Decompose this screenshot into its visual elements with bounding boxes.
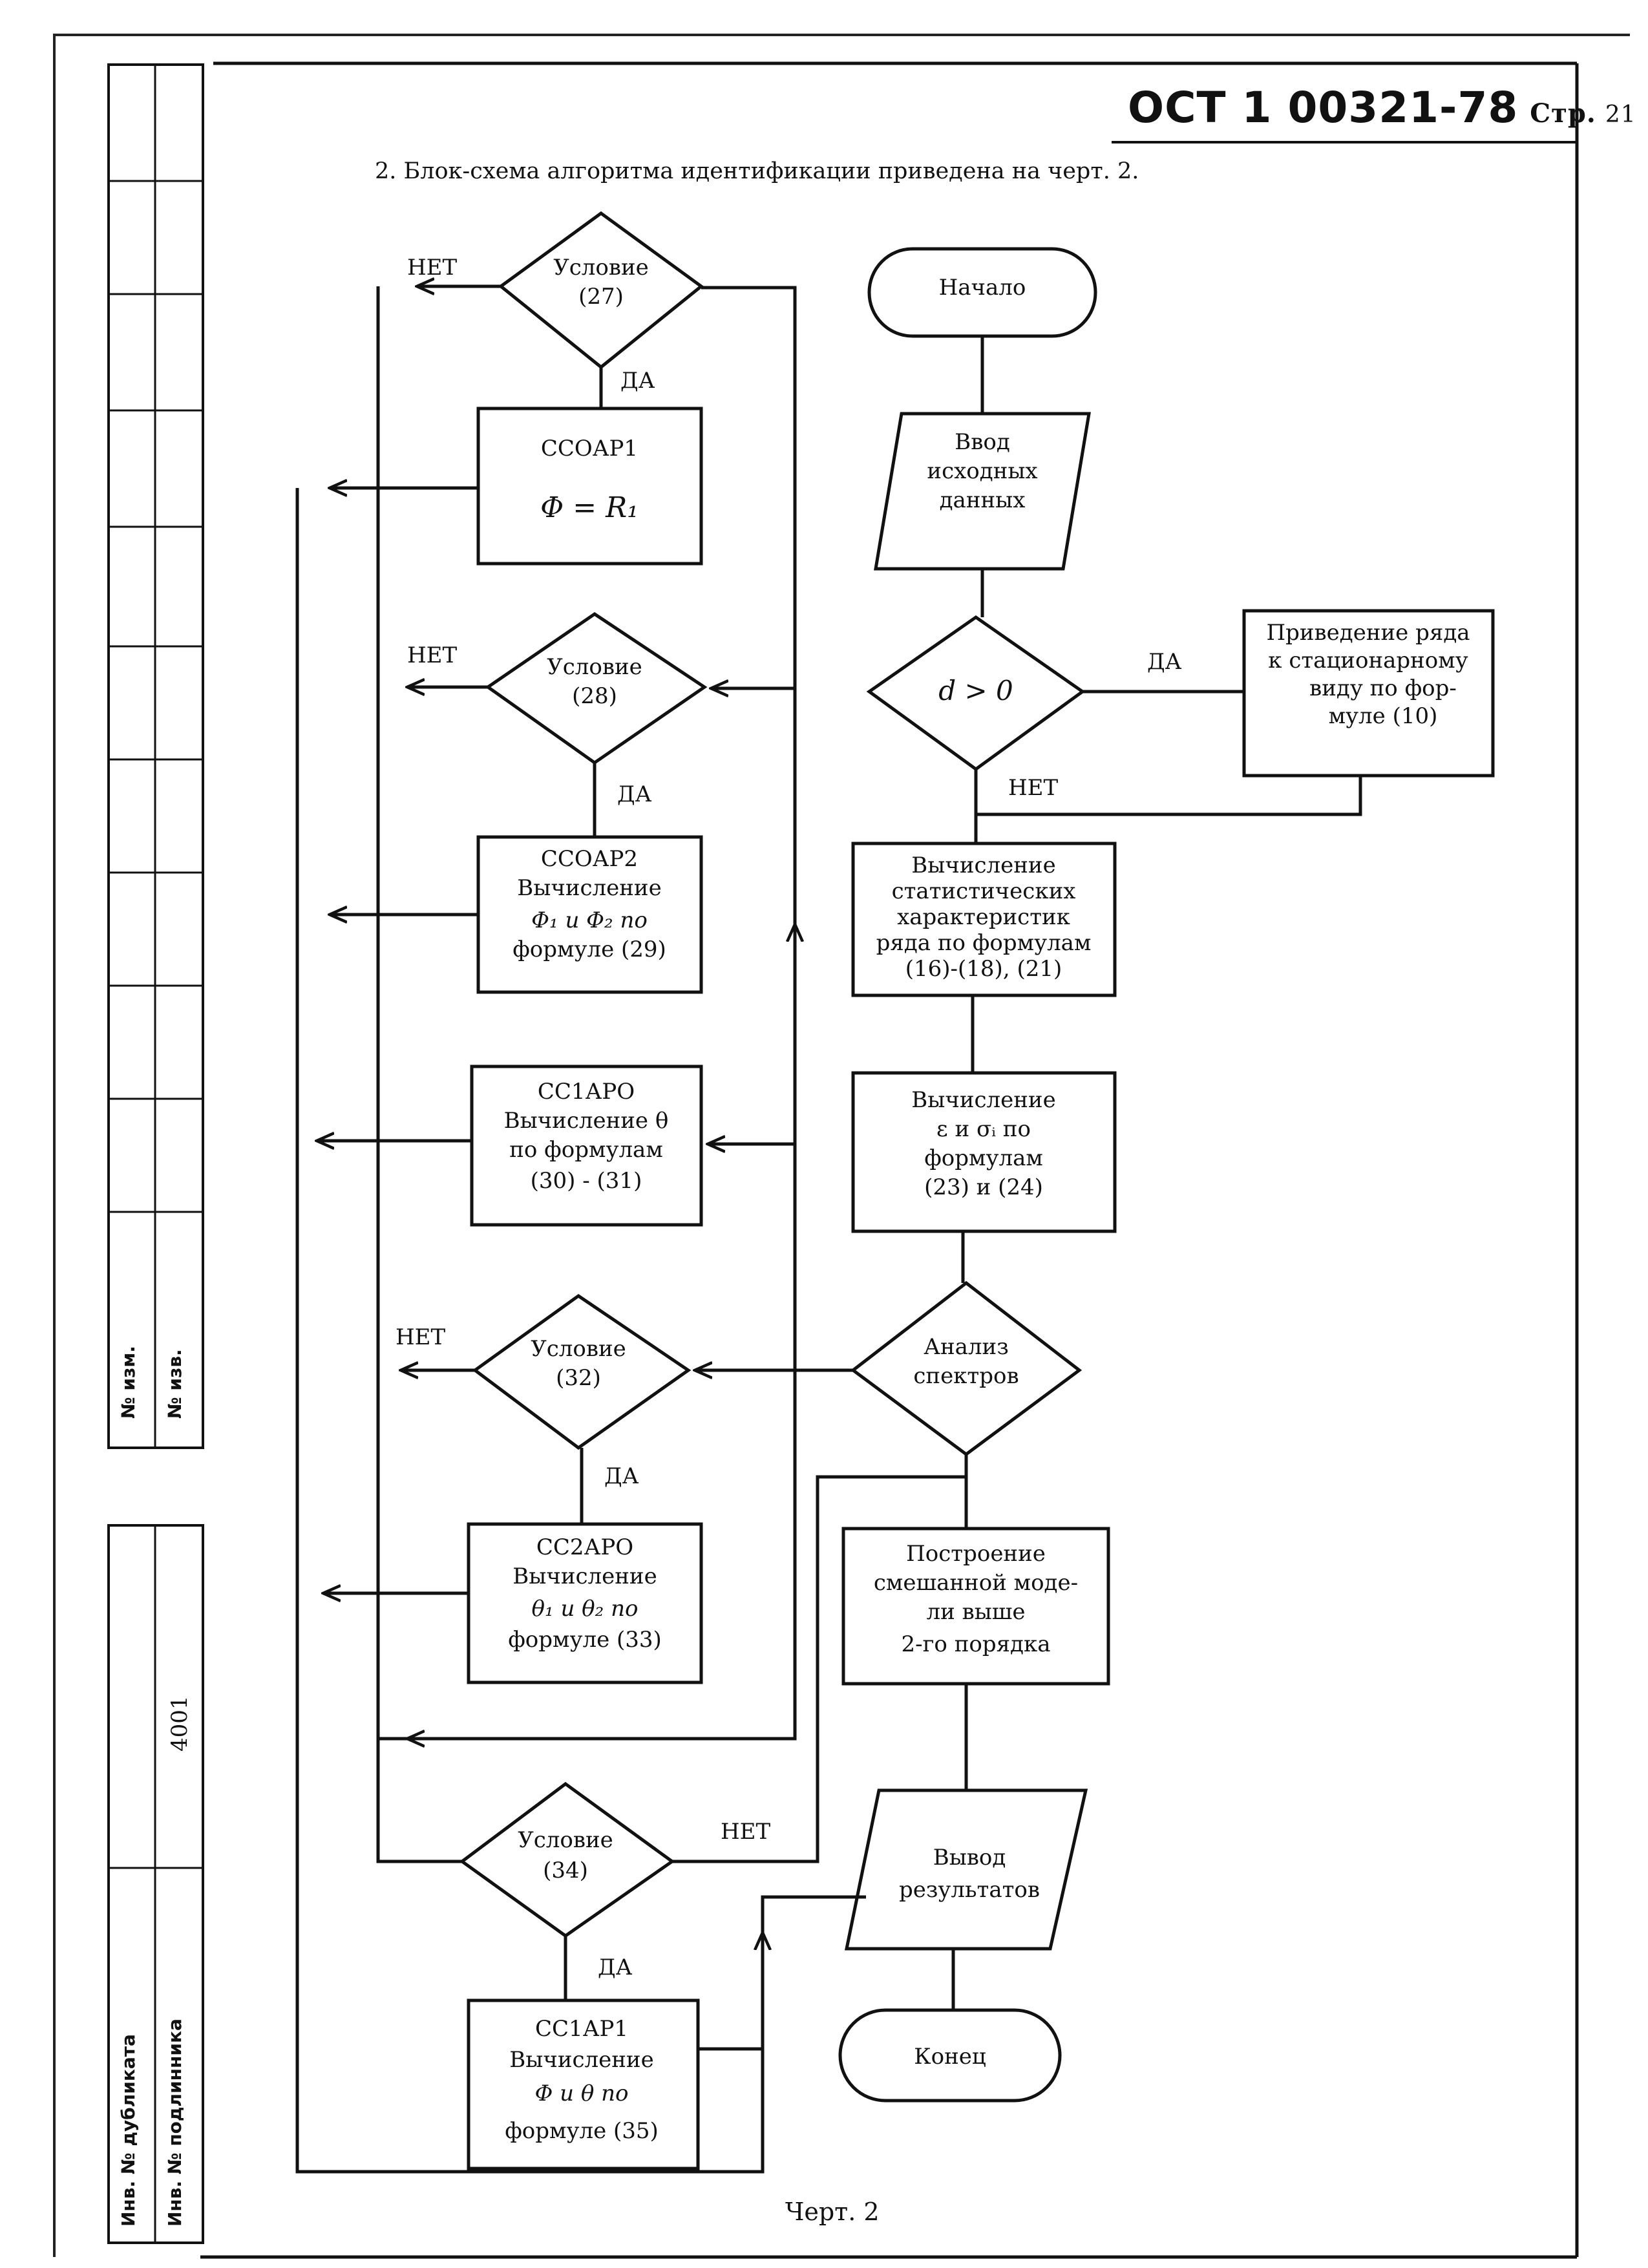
- cond34-line2: (34): [543, 1858, 588, 1883]
- eps-line4: (23) и (24): [924, 1174, 1043, 1200]
- ccoap1-box: [476, 407, 703, 566]
- mixed-line4: 2-го порядка: [901, 1631, 1050, 1657]
- mixed-line3: ли выше: [927, 1599, 1026, 1625]
- stats-box: [851, 842, 1117, 997]
- page-word: Стр.: [1530, 98, 1596, 129]
- end-terminator: [838, 2008, 1062, 2103]
- cond34-line1: Условие: [518, 1827, 613, 1853]
- no-label-27: НЕТ: [407, 255, 457, 281]
- cond27-line1: Условие: [553, 255, 649, 281]
- cc1ap1-line1: СС1АР1: [535, 2016, 628, 2042]
- intro-text: 2. Блок-схема алгоритма идентификации пр…: [375, 158, 1139, 184]
- no-label-32: НЕТ: [396, 1324, 445, 1350]
- ccoap1-line2: Φ = R₁: [540, 491, 639, 524]
- cc1ap1-line2: Вычисление: [509, 2047, 653, 2073]
- ccoap1-line1: ССОАР1: [541, 436, 638, 461]
- connectors: [295, 286, 1362, 2174]
- sheet-border: [53, 34, 1630, 2257]
- original-inv-value: 4001: [167, 1695, 193, 1752]
- figure-caption: Черт. 2: [785, 2198, 880, 2226]
- cond32-line2: (32): [556, 1365, 601, 1391]
- side-stamp-table: [107, 63, 204, 2244]
- original-inv-label: Инв. № подлинника: [164, 2019, 185, 2227]
- standard-number: ОСТ 1 00321-78: [1128, 83, 1519, 132]
- cc1apo-line4: (30) - (31): [531, 1168, 642, 1194]
- cc2apo-box: [467, 1522, 703, 1684]
- mixed-line1: Построение: [906, 1541, 1046, 1567]
- spectra-line1: Анализ: [924, 1334, 1008, 1360]
- end-label: Конец: [914, 2044, 986, 2070]
- eps-line2: ε и σᵢ по: [936, 1116, 1031, 1142]
- stats-line1: Вычисление: [911, 853, 1055, 878]
- cond32-line1: Условие: [531, 1336, 626, 1362]
- page-number: 21: [1605, 101, 1636, 128]
- no-label-28: НЕТ: [407, 642, 457, 668]
- ccoap2-line3: Φ₁ и Φ₂ по: [531, 907, 648, 933]
- stationary-line1: Приведение ряда: [1266, 620, 1470, 646]
- standard-header: ОСТ 1 00321-78 Стр. 21: [1128, 83, 1636, 132]
- yes-label-34: ДА: [598, 1955, 633, 1980]
- cc1apo-line3: по формулам: [509, 1137, 663, 1163]
- stats-line2: статистических: [892, 878, 1076, 904]
- cond28-line2: (28): [572, 683, 617, 709]
- decision-d-label: d > 0: [938, 675, 1013, 706]
- input-line2: исходных: [927, 458, 1037, 484]
- eps-line3: формулам: [924, 1145, 1043, 1171]
- cc1ap1-line3: Φ и θ по: [534, 2081, 628, 2106]
- cond27-line2: (27): [578, 284, 624, 310]
- stats-line3: характеристик: [897, 904, 1070, 930]
- output-line1: Вывод: [933, 1845, 1006, 1871]
- cc2apo-line3: θ₁ и θ₂ по: [532, 1596, 639, 1622]
- stats-line5: (16)-(18), (21): [905, 956, 1062, 982]
- cc1apo-line2: Вычисление θ: [504, 1108, 669, 1134]
- cc2apo-line4: формуле (33): [508, 1627, 662, 1653]
- cc1ap1-line4: формуле (35): [505, 2118, 659, 2144]
- yes-label-28: ДА: [617, 781, 652, 807]
- ccoap2-line2: Вычисление: [517, 875, 661, 901]
- yes-label-32: ДА: [604, 1463, 639, 1489]
- output-line2: результатов: [899, 1877, 1040, 1903]
- start-label: Начало: [939, 275, 1026, 301]
- no-label-d: НЕТ: [1008, 775, 1058, 801]
- input-data-shape: [874, 412, 1091, 571]
- duplicate-inv-label: Инв. № дубликата: [118, 2034, 139, 2227]
- eps-sigma-box: [851, 1071, 1117, 1233]
- yes-label-27: ДА: [620, 368, 655, 394]
- cond32-shape: [472, 1293, 692, 1450]
- mixed-line2: смешанной моде-: [874, 1570, 1078, 1596]
- no-label-34: НЕТ: [721, 1819, 770, 1845]
- notice-no-label: № изв.: [164, 1349, 185, 1419]
- cc1apo-line1: СС1АРО: [538, 1079, 635, 1105]
- cond28-line1: Условие: [547, 654, 642, 680]
- ccoap2-line1: ССОАР2: [541, 846, 638, 872]
- input-line3: данных: [940, 487, 1026, 513]
- yes-label-d: ДА: [1147, 649, 1182, 675]
- stats-line4: ряда по формулам: [876, 930, 1092, 956]
- cc1apo-box: [470, 1065, 703, 1227]
- spectra-line2: спектров: [913, 1363, 1019, 1389]
- ccoap2-line4: формуле (29): [512, 937, 666, 962]
- cc1ap1-box: [467, 1998, 700, 2170]
- eps-line1: Вычисление: [911, 1087, 1055, 1113]
- stationary-line4: муле (10): [1329, 703, 1438, 729]
- stationary-line2: к стационарному: [1268, 648, 1468, 673]
- mixed-model-box: [841, 1527, 1110, 1686]
- stationary-line3: виду по фор-: [1309, 675, 1457, 701]
- cc2apo-line2: Вычисление: [512, 1563, 657, 1589]
- input-line1: Ввод: [955, 429, 1010, 455]
- change-no-label: № изм.: [118, 1346, 139, 1419]
- cc2apo-line1: СС2АРО: [536, 1534, 633, 1560]
